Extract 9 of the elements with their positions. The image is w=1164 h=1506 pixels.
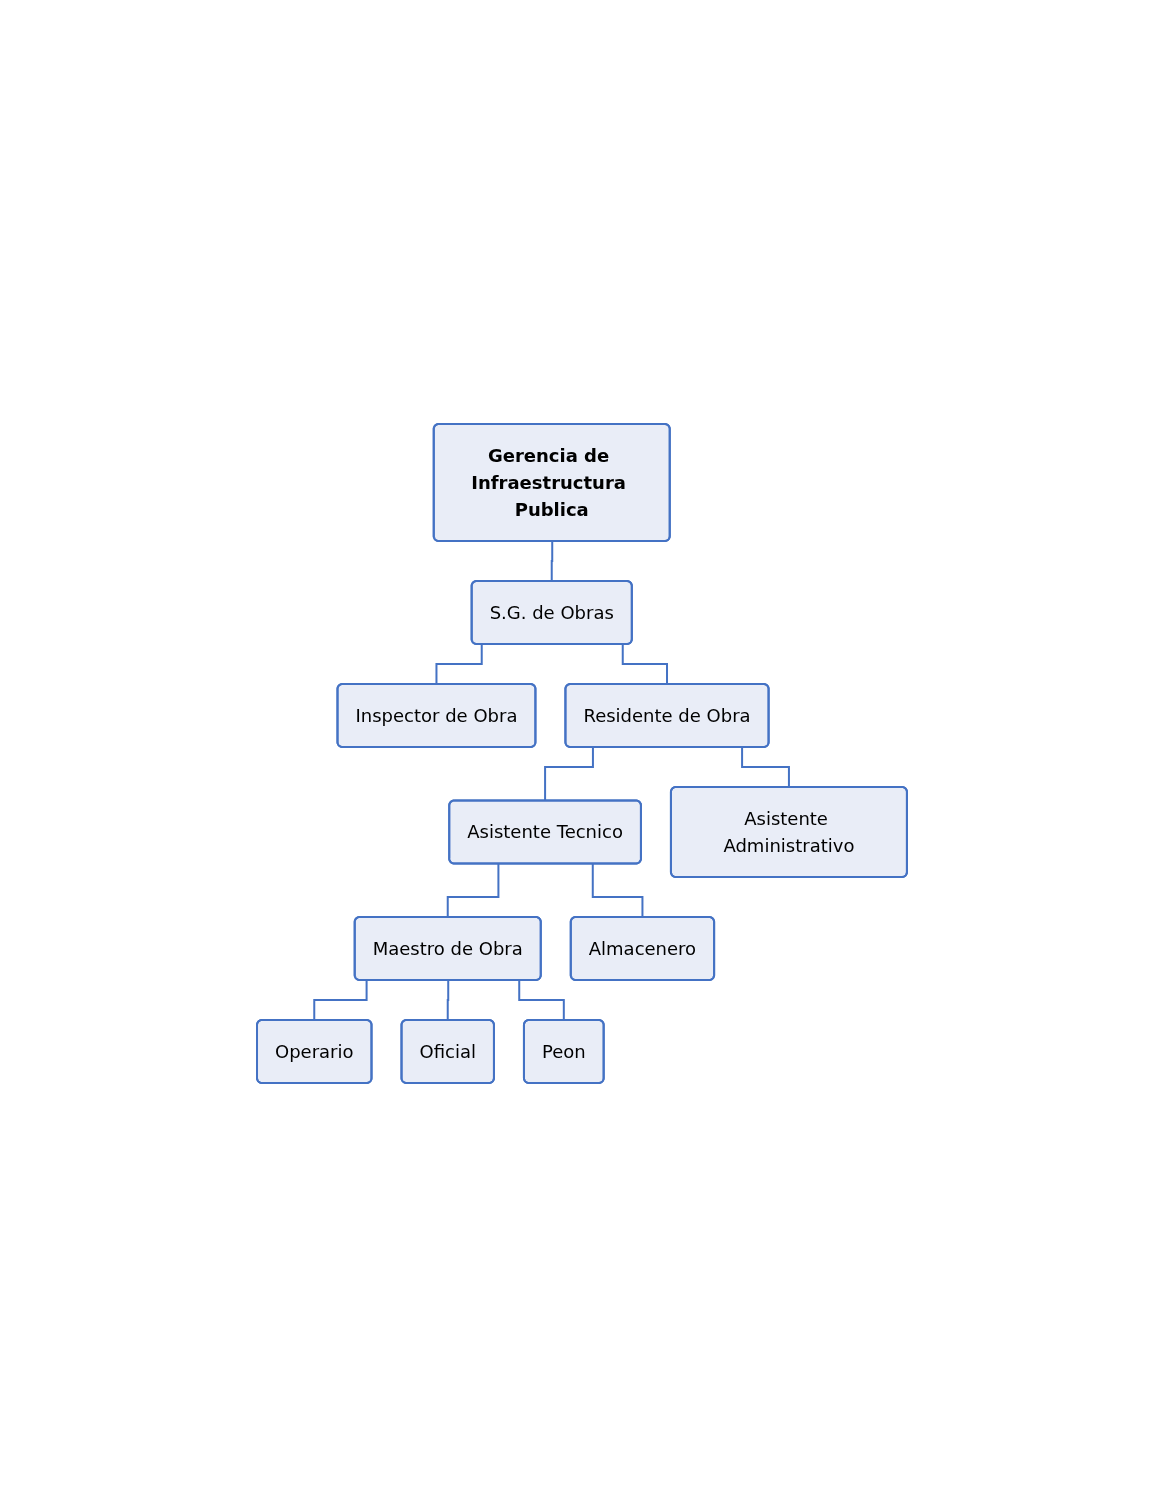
connector bbox=[446, 862, 500, 918]
connector bbox=[518, 979, 566, 1021]
connector bbox=[591, 862, 644, 918]
connector bbox=[446, 979, 450, 1021]
connector bbox=[435, 643, 483, 685]
connector bbox=[741, 746, 791, 788]
connector bbox=[550, 540, 554, 582]
connector bbox=[313, 979, 368, 1021]
connector bbox=[621, 643, 669, 685]
